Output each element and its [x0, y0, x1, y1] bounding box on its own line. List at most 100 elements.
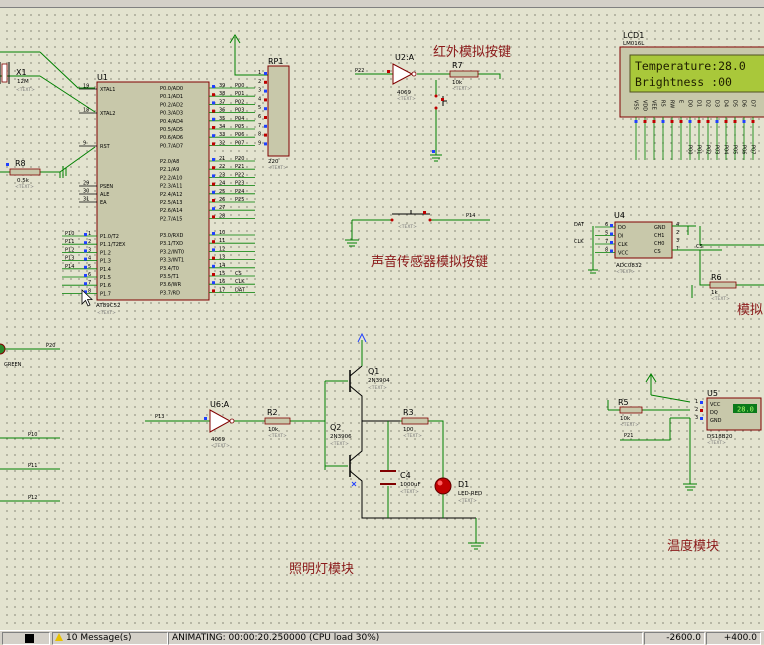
- q2-transistor[interactable]: Q2 2N3906 <TEXT>: [330, 418, 476, 519]
- rp1-pin-state: [264, 116, 267, 119]
- u1-pin-number: 1: [88, 231, 91, 237]
- u1-p1-net: P11: [65, 239, 74, 245]
- lcd-pin-net: P03: [714, 145, 720, 154]
- r6-ref: R6: [711, 273, 722, 282]
- u4-pin-number: 2: [676, 230, 679, 236]
- sound-pushbutton[interactable]: <TEXT> P14: [345, 210, 490, 247]
- lcd-pin-state: [733, 120, 737, 123]
- u1-text: <TEXT>: [97, 310, 116, 316]
- green-led[interactable]: P20 GREEN: [0, 343, 60, 368]
- u1-pin-state: [212, 190, 215, 194]
- u1-pin-number: 34: [219, 124, 225, 130]
- u1-pin-name: P1.2: [100, 250, 111, 256]
- r5-resistor[interactable]: R5 10k <TEXT> P21: [618, 398, 643, 439]
- u1-port-net: P06: [235, 132, 244, 138]
- u1-pin-state: [212, 240, 215, 244]
- u6-ref: U6:A: [210, 400, 230, 409]
- u1-pin-state: [84, 290, 87, 294]
- u4-cs-net: CS: [696, 244, 703, 250]
- u1-pin-number: 4: [88, 256, 91, 262]
- coord-y: +400.0: [706, 632, 761, 645]
- u1-pin-number: 35: [219, 116, 225, 122]
- c4-text: <TEXT>: [400, 489, 419, 495]
- u1-pin-name: P1.1/T2EX: [100, 242, 126, 248]
- u5-pin-name: DQ: [710, 410, 718, 416]
- c4-value: 1000uF: [400, 482, 421, 488]
- u4-pin-name: DI: [618, 234, 623, 240]
- c4-capacitor[interactable]: C4 1000uF <TEXT>: [380, 421, 421, 518]
- u1-pin-name: P0.2/AD2: [160, 102, 183, 108]
- u5-pin-name: VCC: [710, 402, 721, 408]
- sound-module-label: 声音传感器模拟按键: [371, 254, 488, 270]
- r2-resistor[interactable]: R2 10k <TEXT>: [264, 408, 291, 439]
- u5-ref: U5: [707, 389, 718, 398]
- u1-microcontroller[interactable]: U1 AT89C52 <TEXT> 19XTAL118XTAL29RST29PS…: [62, 73, 255, 316]
- lcd-pin-state: [688, 120, 692, 123]
- r6-resistor[interactable]: R6 1k <TEXT>: [691, 250, 764, 302]
- q1-transistor[interactable]: Q1 2N3904 <TEXT>: [324, 332, 390, 470]
- lcd-pin-state: [706, 120, 710, 123]
- u6-inverter[interactable]: P13 U6:A 4069 <TEXT>: [145, 400, 325, 449]
- left-net-2: P12: [28, 495, 37, 501]
- u1-pin-name: P2.1/A9: [160, 167, 179, 173]
- ir-pushbutton[interactable]: [430, 80, 447, 162]
- r7-text: <TEXT>: [452, 86, 471, 92]
- lcd-display[interactable]: LCD1 LM016L Temperature:28.0 Brightness …: [619, 31, 764, 160]
- messages-panel[interactable]: 10 Message(s): [52, 632, 168, 645]
- r8-resistor[interactable]: R8 0.5k <TEXT>: [0, 146, 96, 190]
- coord-x: -2600.0: [644, 632, 705, 645]
- u1-pin-name: XTAL2: [100, 111, 115, 117]
- u1-pin-state: [212, 182, 215, 186]
- u2-inverter[interactable]: P22 U2:A 4069 <TEXT>: [355, 53, 501, 102]
- u4-pin-number: 5: [605, 231, 608, 237]
- stop-icon[interactable]: [25, 634, 34, 643]
- u1-pin-number: 22: [219, 164, 225, 170]
- r8-text: <TEXT>: [15, 184, 34, 190]
- u2-text: <TEXT>: [397, 96, 416, 102]
- u4-pin-name: GND: [654, 225, 666, 231]
- u1-pin-name: P1.5: [100, 275, 111, 281]
- x1-crystal[interactable]: X1 12M <TEXT>: [0, 51, 96, 113]
- u1-pin-number: 6: [88, 272, 91, 278]
- lcd-pin-net: P07: [750, 145, 756, 154]
- u1-pin-state: [84, 274, 87, 277]
- u1-pin-state: [212, 109, 215, 113]
- u1-ref: U1: [97, 73, 108, 82]
- lcd-line1: Temperature:28.0: [635, 59, 746, 73]
- p21-net: P21: [624, 433, 633, 439]
- u1-p1-net: P12: [65, 247, 74, 253]
- c4-ref: C4: [400, 471, 411, 480]
- u1-pin-number: 24: [219, 181, 225, 187]
- u1-pin-name: P2.3/A11: [160, 184, 182, 190]
- r7-resistor[interactable]: R7 10k <TEXT>: [449, 61, 479, 92]
- rp1-pin-state: [264, 133, 267, 137]
- d1-led[interactable]: D1 LED-RED <TEXT>: [434, 477, 482, 518]
- u1-port-net: P02: [235, 99, 244, 105]
- u1-port-net: DAT: [235, 287, 246, 293]
- u4-pin-name: CLK: [618, 242, 628, 248]
- u4-pin-number: 4: [676, 222, 679, 228]
- u6-part: 4069: [211, 437, 225, 443]
- animation-controls[interactable]: [2, 632, 50, 645]
- u1-port-net: CLK: [235, 279, 245, 285]
- r3-resistor[interactable]: R3 100 <TEXT>: [400, 408, 444, 478]
- sound-net: P14: [466, 213, 475, 219]
- u5-pin-number: 2: [695, 407, 698, 413]
- rp1-pin-state: [264, 142, 267, 146]
- u1-pin-name: P2.7/A15: [160, 216, 182, 222]
- u1-pin-state: [212, 134, 215, 138]
- u4-adc[interactable]: U4 ADC0832 <TEXT> DO6DATDI5CLK7CLKVCC8GN…: [574, 211, 764, 275]
- u1-pin-state: [212, 199, 215, 202]
- rp1-pin-number: 4: [258, 96, 261, 102]
- u1-pin-number: 30: [83, 189, 89, 195]
- d1-part: LED-RED: [458, 491, 482, 497]
- u1-pin-number: 26: [219, 197, 225, 203]
- u1-pin-number: 3: [88, 247, 91, 253]
- u1-pin-state: [212, 142, 215, 146]
- u1-pin-name: P1.6: [100, 283, 111, 289]
- u1-pin-name: P3.2/INT0: [160, 249, 184, 255]
- u1-pin-name: P0.3/AD3: [160, 111, 183, 117]
- ground-symbol-light: [468, 518, 484, 550]
